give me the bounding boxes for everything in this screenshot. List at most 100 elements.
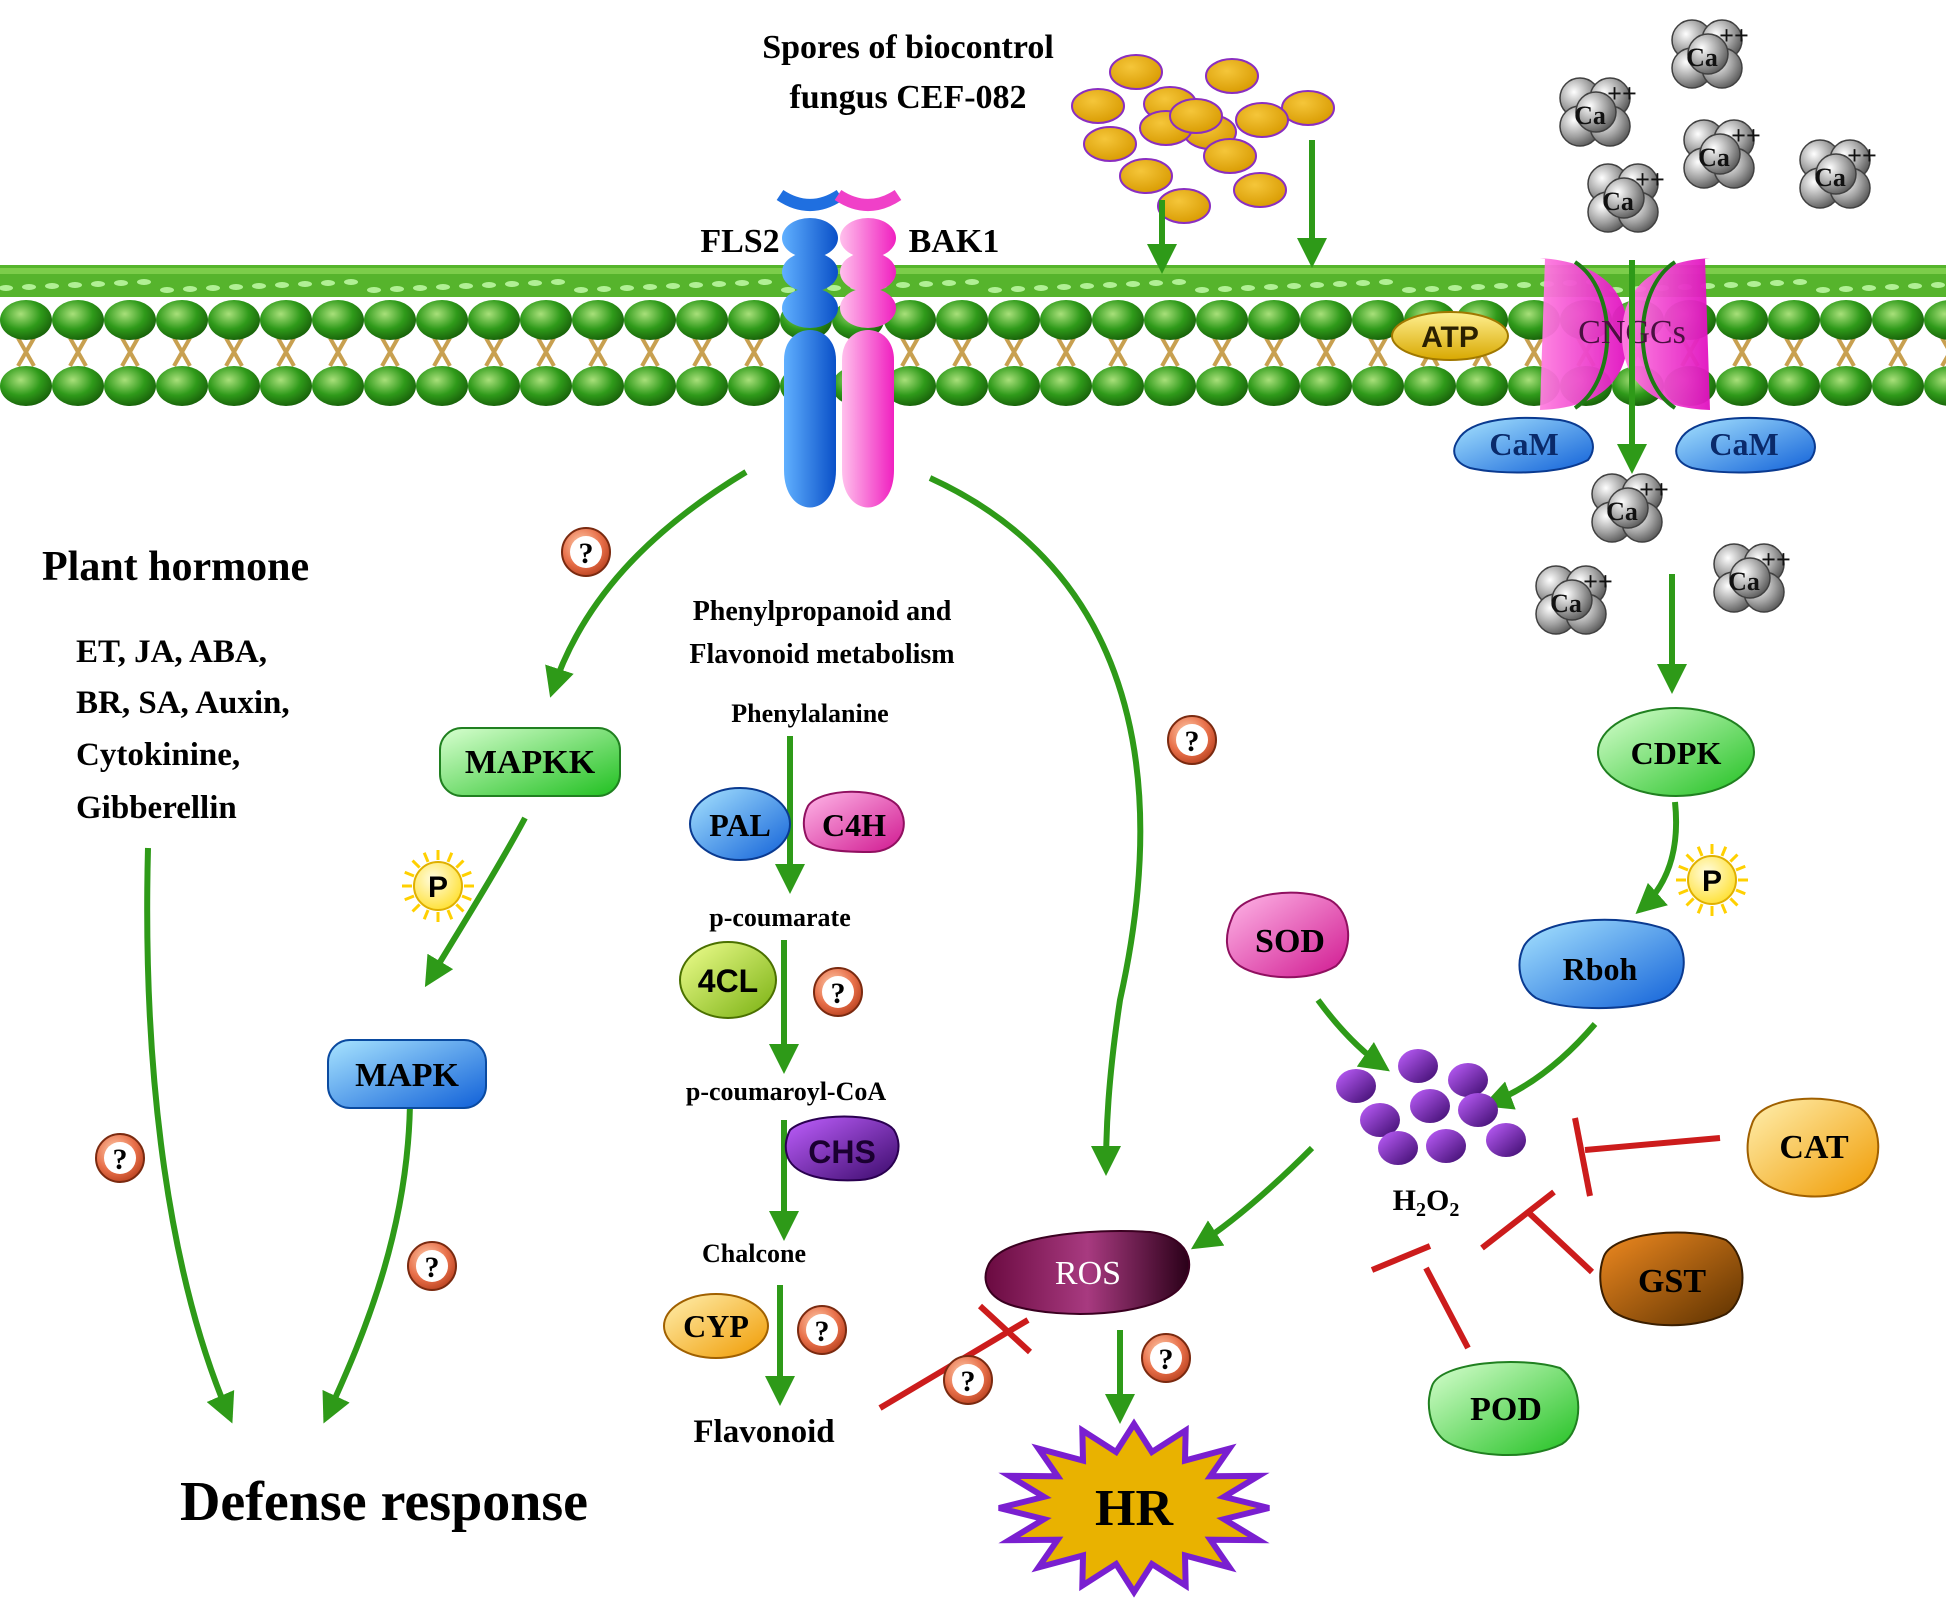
pal-label: PAL: [709, 807, 771, 843]
sod-label: SOD: [1255, 923, 1325, 960]
fls2-label: FLS2: [700, 223, 779, 260]
activation-arrows: [144, 140, 1687, 1424]
cat-label: CAT: [1779, 1129, 1849, 1166]
4cl-label: 4CL: [698, 963, 758, 999]
calcium-ion-group: Ca++Ca++Ca++Ca++Ca++Ca++Ca++Ca++: [1535, 19, 1877, 635]
svg-text:Ca: Ca: [1698, 143, 1730, 172]
calcium-ion-7: Ca++: [1713, 543, 1791, 613]
svg-text:P: P: [1702, 865, 1722, 898]
svg-text:Ca: Ca: [1574, 101, 1606, 130]
p-coumarate-label: p-coumarate: [709, 903, 851, 932]
h2o2-molecules: [1336, 1049, 1526, 1165]
question-badge-3: ?: [95, 1133, 145, 1183]
arrow-rboh-h2o2: [1482, 1022, 1598, 1110]
ros-node: ROS: [984, 1230, 1191, 1315]
hormone-title: Plant hormone: [42, 544, 309, 590]
question-badge-4: ?: [407, 1241, 457, 1291]
question-badge-5: ?: [813, 967, 863, 1017]
spores-label-line-1: Spores of biocontrol: [762, 29, 1054, 66]
cam-right-label: CaM: [1709, 426, 1778, 462]
gst-label: GST: [1638, 1263, 1706, 1300]
svg-text:++: ++: [1607, 79, 1637, 108]
cyp-label: CYP: [683, 1308, 749, 1344]
calcium-ion-5: Ca++: [1587, 163, 1665, 233]
svg-text:Ca: Ca: [1728, 567, 1760, 596]
phospho-badge-2: P: [1676, 844, 1748, 916]
arrow-mapkk-mapk: [424, 816, 528, 988]
mapkk-node: MAPKK: [439, 727, 621, 797]
arrow-h2o2-ros: [1190, 1145, 1315, 1250]
question-badge-6: ?: [797, 1305, 847, 1355]
svg-text:++: ++: [1761, 545, 1791, 574]
ros-label: ROS: [1055, 1255, 1121, 1292]
svg-text:++: ++: [1635, 165, 1665, 194]
calcium-ion-6: Ca++: [1591, 473, 1669, 543]
svg-text:?: ?: [961, 1365, 976, 1398]
svg-text:?: ?: [579, 537, 594, 570]
svg-text:P: P: [428, 871, 448, 904]
svg-text:Ca: Ca: [1686, 43, 1718, 72]
calcium-ion-8: Ca++: [1535, 565, 1613, 635]
arrow-receptor-mapkk: [545, 469, 748, 698]
pal-enzyme: PAL: [689, 787, 791, 861]
svg-text:?: ?: [113, 1143, 128, 1176]
hormone-line-2: BR, SA, Auxin,: [76, 685, 290, 721]
cam-right: CaM: [1675, 416, 1816, 474]
hormone-line-3: Cytokinine,: [76, 737, 240, 773]
phenylpropanoid-block: Phenylpropanoid and Flavonoid metabolism…: [663, 596, 955, 1450]
unknown-mechanism-badges: ????????: [95, 527, 1217, 1405]
question-badge-1: ?: [561, 527, 611, 577]
phenyl-title-1: Phenylpropanoid and: [693, 596, 952, 627]
calcium-ion-3: Ca++: [1683, 119, 1761, 189]
plant-hormone-block: Plant hormone ET, JA, ABA, BR, SA, Auxin…: [42, 544, 309, 826]
rboh-node: Rboh: [1518, 918, 1685, 1009]
svg-text:?: ?: [1159, 1343, 1174, 1376]
chs-label: CHS: [808, 1134, 876, 1170]
svg-text:++: ++: [1847, 141, 1877, 170]
question-badge-7: ?: [943, 1355, 993, 1405]
cat-node: CAT: [1746, 1097, 1880, 1198]
phenyl-title-2: Flavonoid metabolism: [689, 639, 954, 670]
inhibit-gst-h2o2: [1525, 1209, 1595, 1275]
arrow-cdpk-rboh: [1635, 801, 1680, 914]
h2o2-label: H2O2: [1393, 1184, 1460, 1221]
cdpk-label: CDPK: [1631, 735, 1722, 771]
rboh-label: Rboh: [1563, 951, 1638, 987]
svg-text:++: ++: [1719, 21, 1749, 50]
svg-text:Ca: Ca: [1814, 163, 1846, 192]
svg-text:++: ++: [1639, 475, 1669, 504]
arrow-sod-h2o2: [1315, 998, 1390, 1072]
bak1-receptor: [834, 189, 902, 508]
svg-text:++: ++: [1583, 567, 1613, 596]
cyp-enzyme: CYP: [663, 1293, 769, 1359]
atp-molecule: ATP: [1391, 311, 1509, 361]
p-coumaroyl-label: p-coumaroyl-CoA: [686, 1077, 887, 1106]
cam-left-label: CaM: [1489, 426, 1558, 462]
arrow-receptor-ros: [928, 475, 1144, 1176]
arrow-hormone-defense: [144, 847, 235, 1424]
svg-text:Ca: Ca: [1606, 497, 1638, 526]
c4h-enzyme: C4H: [802, 790, 905, 854]
spore-cluster: [1071, 54, 1335, 224]
flavonoid-label: Flavonoid: [693, 1414, 834, 1450]
svg-text:?: ?: [831, 977, 846, 1010]
c4h-label: C4H: [822, 807, 886, 843]
hr-label: HR: [1095, 1480, 1174, 1537]
svg-text:?: ?: [1185, 725, 1200, 758]
svg-text:++: ++: [1731, 121, 1761, 150]
svg-text:Ca: Ca: [1602, 187, 1634, 216]
inhibit-pod-h2o2: [1423, 1266, 1471, 1350]
4cl-enzyme: 4CL: [679, 941, 777, 1019]
hormone-line-4: Gibberellin: [76, 790, 237, 826]
arrow-mapk-defense: [322, 1085, 414, 1424]
pod-label: POD: [1470, 1391, 1542, 1428]
inhibit-cat-h2o2: [1584, 1135, 1721, 1153]
chs-enzyme: CHS: [784, 1115, 900, 1182]
cam-left: CaM: [1453, 416, 1594, 474]
hr-node: HR: [998, 1418, 1270, 1598]
calcium-ion-4: Ca++: [1799, 139, 1877, 209]
hormone-line-1: ET, JA, ABA,: [76, 634, 267, 670]
calcium-ion-2: Ca++: [1559, 77, 1637, 147]
